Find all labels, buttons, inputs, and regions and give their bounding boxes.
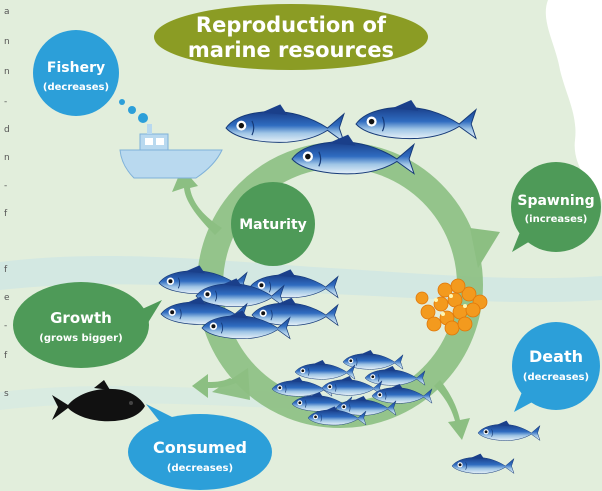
- consumed-label: Consumed: [153, 438, 247, 457]
- title-badge: Reproduction of marine resources: [154, 4, 428, 70]
- title-line-1: Reproduction of: [196, 13, 387, 37]
- svg-text:-: -: [4, 321, 7, 331]
- fishery-bubble: Fishery (decreases): [33, 30, 148, 123]
- svg-text:f: f: [4, 265, 8, 275]
- egg-cluster-icon: [415, 278, 488, 336]
- svg-text:a: a: [4, 7, 10, 17]
- svg-text:e: e: [4, 293, 10, 303]
- fishing-boat-icon: [119, 124, 223, 179]
- consumed-sublabel: (decreases): [167, 463, 233, 474]
- death-label: Death: [529, 347, 583, 366]
- branch-arrows: [172, 168, 470, 440]
- consumed-bubble: Consumed (decreases): [128, 404, 272, 490]
- fishery-sublabel: (decreases): [43, 82, 109, 93]
- growth-label: Growth: [50, 309, 112, 327]
- side-text-column: a n n - d n - f f e - f s: [4, 7, 10, 399]
- svg-text:f: f: [4, 209, 8, 219]
- death-sublabel: (decreases): [523, 372, 589, 383]
- growth-bubble: Growth (grows bigger): [13, 282, 162, 368]
- spawning-sublabel: (increases): [525, 214, 588, 225]
- svg-text:n: n: [4, 153, 10, 163]
- maturity-bubble: Maturity: [231, 182, 315, 266]
- death-bubble: Death (decreases): [512, 322, 600, 412]
- svg-text:f: f: [4, 351, 8, 361]
- fishery-label: Fishery: [47, 60, 105, 76]
- consumed-fish-icon: [52, 380, 145, 422]
- svg-text:-: -: [4, 181, 7, 191]
- svg-text:s: s: [4, 389, 9, 399]
- svg-text:-: -: [4, 97, 7, 107]
- spawning-bubble: Spawning (increases): [511, 162, 601, 252]
- svg-text:n: n: [4, 67, 10, 77]
- svg-text:n: n: [4, 37, 10, 47]
- svg-text:d: d: [4, 125, 10, 135]
- spawning-label: Spawning: [517, 193, 594, 209]
- title-line-2: marine resources: [188, 38, 394, 62]
- maturity-label: Maturity: [239, 217, 307, 233]
- growth-sublabel: (grows bigger): [39, 333, 122, 344]
